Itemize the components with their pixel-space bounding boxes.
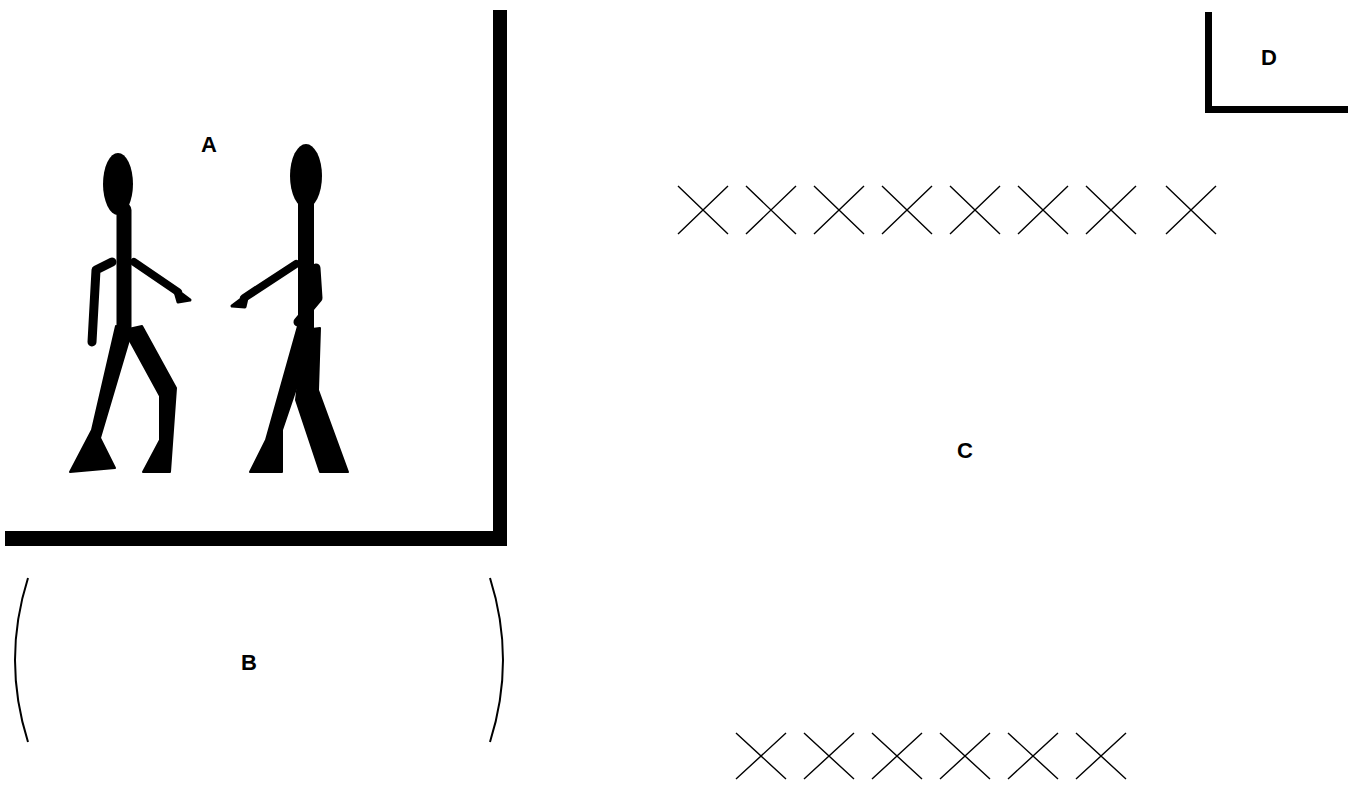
figure-arm	[298, 268, 318, 322]
region-label: C	[957, 440, 973, 462]
cross	[746, 186, 796, 234]
cross	[882, 186, 932, 234]
cross	[814, 186, 864, 234]
bracket-horizontal	[1205, 106, 1348, 113]
border-vertical	[493, 10, 507, 546]
cross	[1008, 733, 1058, 779]
stick-figure	[70, 153, 190, 472]
figure-arm	[92, 262, 112, 342]
figure-leg	[124, 326, 176, 472]
cross-row-bottom	[736, 733, 1126, 779]
figure-hand	[232, 294, 248, 307]
cross	[678, 186, 728, 234]
region-border	[5, 10, 507, 546]
stick-figure	[232, 144, 348, 472]
region-label: D	[1261, 47, 1277, 69]
figure-hand	[174, 288, 190, 302]
cross	[1076, 733, 1126, 779]
region-label: A	[201, 134, 217, 156]
bracket-vertical	[1205, 12, 1212, 113]
left-paren	[15, 578, 28, 742]
cross	[872, 733, 922, 779]
cross	[940, 733, 990, 779]
cross	[1086, 186, 1136, 234]
right-paren	[490, 578, 503, 742]
cross	[736, 733, 786, 779]
figure-leg	[70, 326, 132, 472]
figure-arm	[134, 262, 178, 292]
cross	[1018, 186, 1068, 234]
cross-row-top	[678, 186, 1216, 234]
figure-torso	[117, 210, 132, 330]
border-horizontal	[5, 531, 507, 546]
parentheses	[15, 578, 503, 742]
cross	[804, 733, 854, 779]
corner-bracket	[1205, 12, 1348, 113]
region-label: B	[241, 652, 257, 674]
cross	[1166, 186, 1216, 234]
figure-arm	[244, 264, 296, 298]
cross	[950, 186, 1000, 234]
figure-leg	[296, 328, 348, 472]
